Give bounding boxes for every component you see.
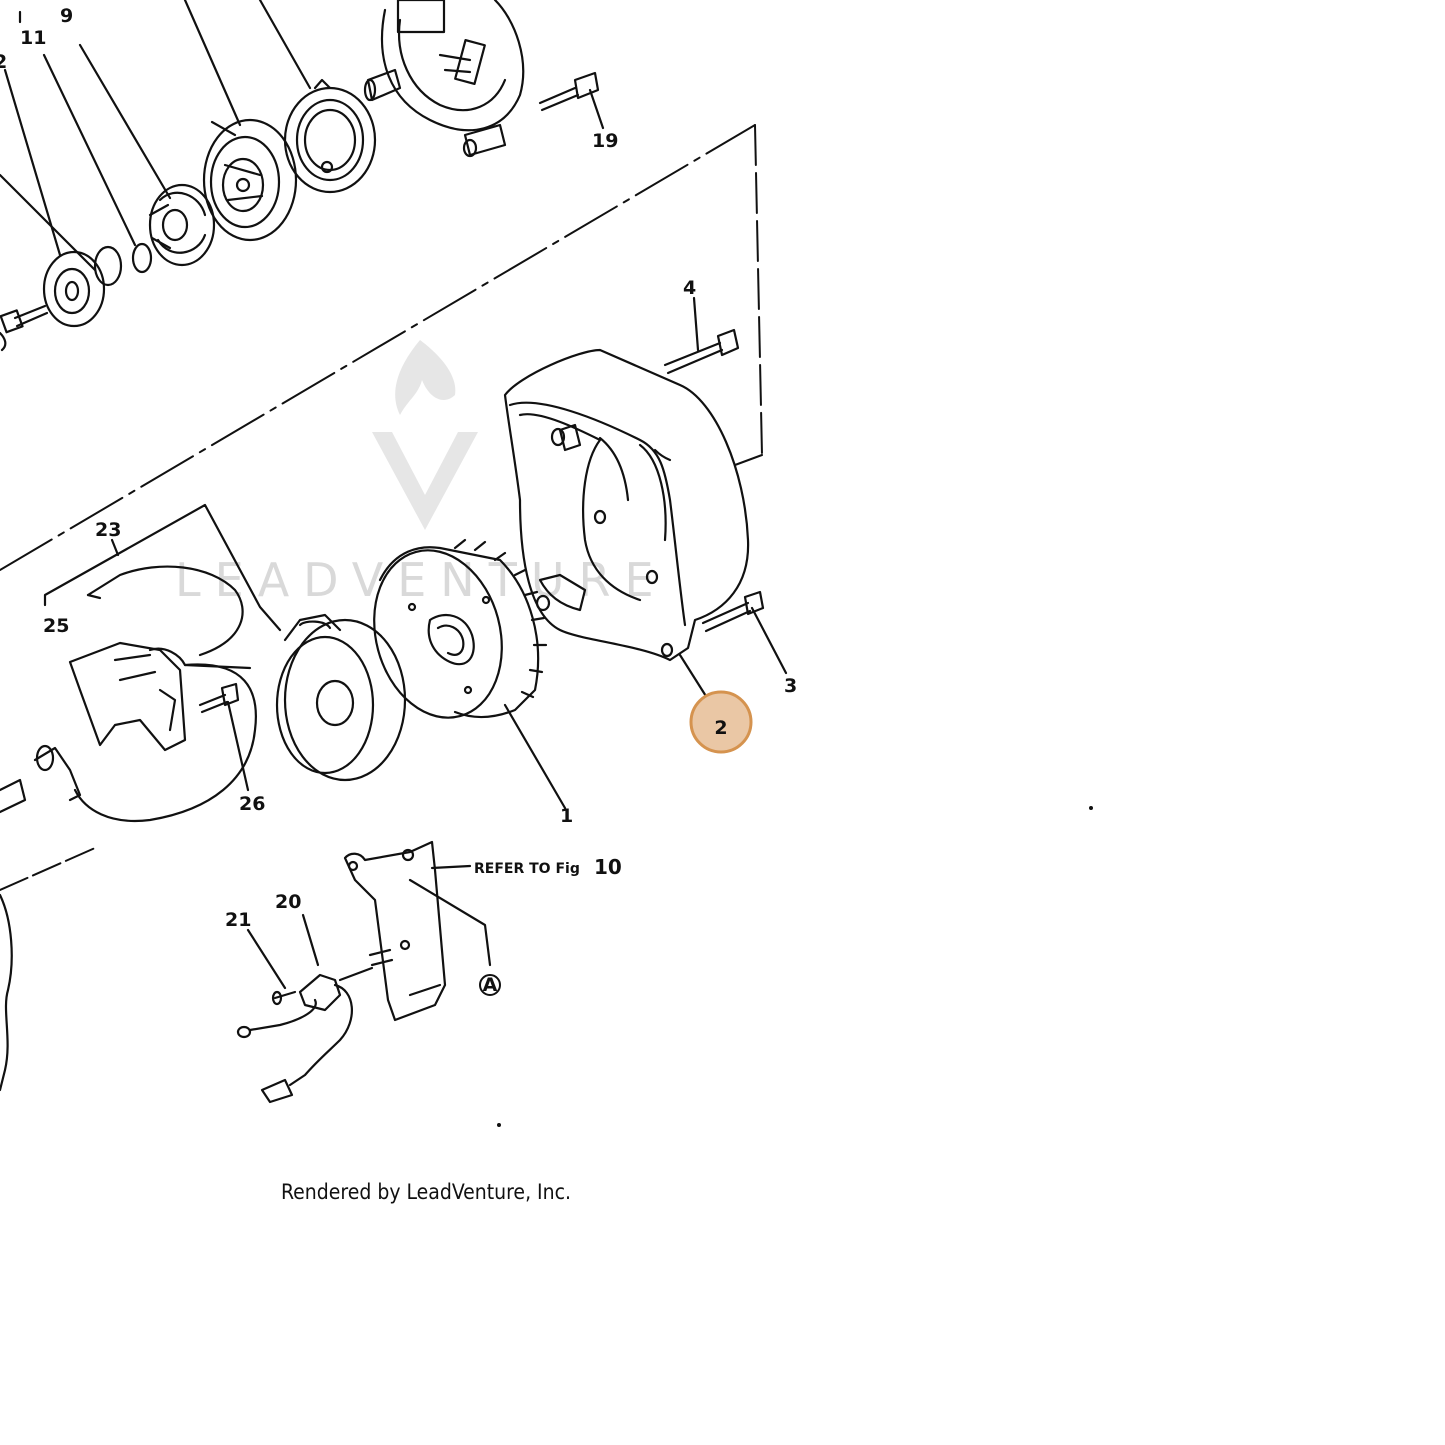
refer-figure-number: 10 — [594, 855, 622, 879]
bolt-3 — [701, 590, 765, 633]
callout-26[interactable]: 26 — [239, 793, 265, 815]
leader-4 — [692, 296, 700, 352]
leader-26 — [226, 700, 250, 792]
watermark-logo-icon — [372, 340, 478, 530]
leader-1 — [503, 703, 567, 810]
callout-3[interactable]: 3 — [784, 675, 797, 697]
credit-text: Rendered by LeadVenture, Inc. — [281, 1180, 571, 1204]
callout-1[interactable]: 1 — [560, 805, 573, 827]
bolt-26 — [198, 682, 240, 714]
bracket-23 — [43, 503, 282, 632]
lead-wire-23 — [86, 565, 244, 657]
mounting-plate — [343, 840, 447, 1022]
bolt-4 — [663, 328, 740, 375]
callout-23[interactable]: 23 — [95, 519, 121, 541]
flywheel — [373, 538, 548, 719]
small-bolt — [0, 304, 49, 352]
callout-11[interactable]: 11 — [20, 27, 46, 49]
starter-spring — [283, 78, 377, 194]
rotor — [275, 613, 407, 782]
reference-marker: A — [479, 974, 501, 996]
leader-3 — [750, 606, 788, 675]
callout-4[interactable]: 4 — [683, 277, 696, 299]
reel-drum — [42, 250, 106, 328]
callout-21[interactable]: 21 — [225, 909, 251, 931]
washer — [93, 245, 123, 287]
callout-9[interactable]: 9 — [60, 5, 73, 27]
svg-text:A: A — [483, 974, 498, 996]
ratchet — [148, 183, 216, 267]
starter-pulley — [202, 118, 298, 242]
leader-11 — [42, 53, 137, 247]
watermark-text: LEADVENTURE — [175, 553, 668, 607]
leader-12 — [3, 68, 62, 257]
callout-19[interactable]: 19 — [592, 130, 618, 152]
callout-12[interactable]: 2 — [0, 51, 7, 73]
fan-housing — [503, 348, 750, 662]
recoil-housing — [363, 0, 525, 158]
spring-clip — [131, 242, 153, 274]
leader-9 — [78, 43, 172, 200]
switch-20 — [236, 966, 374, 1104]
bolt-19 — [538, 71, 600, 112]
group-box — [0, 124, 763, 891]
callout-20[interactable]: 20 — [275, 891, 301, 913]
refer-leader — [430, 864, 472, 870]
leader-19 — [588, 88, 605, 130]
leader-21 — [246, 928, 287, 990]
highlighted-callout-2[interactable]: 2 — [689, 690, 753, 754]
callout-2[interactable]: 2 — [714, 717, 727, 739]
refer-text: REFER TO Fig — [474, 861, 580, 877]
callout-25[interactable]: 25 — [43, 615, 69, 637]
marker-leader — [408, 878, 492, 967]
engine-edge — [0, 893, 13, 1092]
screw-21 — [271, 990, 297, 1006]
leader-20 — [301, 913, 320, 967]
plug-wire — [0, 663, 257, 823]
